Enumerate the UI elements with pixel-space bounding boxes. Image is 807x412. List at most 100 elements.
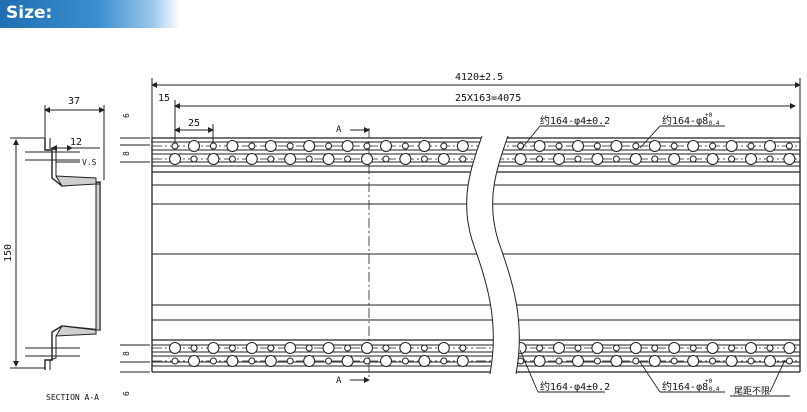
large-hole (188, 140, 200, 152)
large-hole (264, 140, 277, 152)
large-hole (783, 342, 796, 354)
small-hole (363, 142, 371, 150)
large-hole (226, 355, 239, 367)
small-hole (209, 357, 217, 365)
large-hole (745, 342, 757, 354)
large-hole (245, 153, 258, 165)
small-hole (612, 155, 620, 163)
small-hole (325, 142, 333, 150)
small-hole (440, 142, 448, 150)
large-hole (322, 153, 335, 165)
section-width-dim: 37 (68, 96, 80, 107)
small-hole (305, 344, 313, 352)
break-line (466, 135, 520, 375)
small-hole (344, 344, 352, 352)
large-hole (341, 140, 354, 152)
large-hole (437, 153, 450, 165)
large-hole (456, 140, 469, 152)
large-hole (361, 342, 373, 354)
small-hole (536, 155, 544, 163)
large-hole-callout-bottom: 约164-φ8 (662, 380, 708, 393)
small-hole (344, 155, 352, 163)
small-hole (555, 142, 563, 150)
large-hole (361, 153, 373, 165)
small-hole (632, 142, 640, 150)
small-hole (190, 155, 198, 163)
large-hole (380, 140, 392, 152)
side-dim-eight-bottom: 8 (122, 351, 131, 356)
small-hole (305, 155, 313, 163)
large-hole (610, 355, 623, 367)
overall-length-dim: 4120±2.5 (455, 72, 503, 83)
small-hole (747, 142, 755, 150)
small-hole (612, 344, 620, 352)
large-hole (668, 153, 681, 165)
large-hole (514, 153, 527, 165)
small-hole (325, 357, 333, 365)
small-hole (382, 344, 390, 352)
small-hole (709, 142, 717, 150)
small-hole (593, 142, 601, 150)
large-hole (764, 140, 776, 152)
small-hole (420, 155, 428, 163)
small-hole (171, 357, 179, 365)
large-hole (169, 342, 181, 354)
small-hole (286, 357, 294, 365)
large-hole (706, 342, 719, 354)
small-hole (459, 344, 467, 352)
large-hole (783, 153, 796, 165)
hole-pattern (169, 140, 796, 367)
large-hole (303, 140, 316, 152)
section-height-dim: 150 (3, 244, 14, 262)
small-hole (286, 142, 294, 150)
small-hole (651, 344, 659, 352)
first-hole-dim: 25 (188, 118, 200, 129)
large-hole (437, 342, 450, 354)
section-view (10, 105, 105, 370)
large-hole (399, 342, 412, 354)
side-dim-six-top: 6 (122, 113, 131, 118)
large-hole-tol-upper-top: +0 (705, 112, 713, 119)
small-hole (517, 142, 525, 150)
large-hole (610, 140, 623, 152)
small-hole (228, 155, 236, 163)
large-hole (725, 355, 738, 367)
large-hole (745, 153, 757, 165)
small-hole-callout-bottom: 约164-φ4±0.2 (540, 380, 610, 393)
large-hole (456, 355, 469, 367)
small-hole (555, 357, 563, 365)
size-banner: Size: (0, 0, 180, 28)
large-hole (341, 355, 354, 367)
large-hole (725, 140, 738, 152)
large-hole (764, 355, 776, 367)
small-hole (574, 344, 582, 352)
large-hole (418, 355, 431, 367)
large-hole (169, 153, 181, 165)
large-hole (648, 355, 661, 367)
small-hole (382, 155, 390, 163)
callout-leaders (519, 125, 790, 397)
size-label: Size: (6, 3, 53, 23)
small-hole (267, 344, 275, 352)
large-hole (668, 342, 681, 354)
large-hole (418, 140, 431, 152)
tail-note: 尾距不限 (734, 386, 770, 397)
section-vs-label: V.S (82, 158, 97, 167)
small-hole (536, 344, 544, 352)
small-hole (248, 357, 256, 365)
small-hole (747, 357, 755, 365)
large-hole (648, 140, 661, 152)
small-hole (785, 142, 793, 150)
large-hole (284, 342, 297, 354)
large-hole-tol-upper-bottom: +0 (705, 378, 713, 385)
large-hole (553, 153, 565, 165)
section-flange-dim: 12 (70, 137, 82, 148)
small-hole (574, 155, 582, 163)
small-hole (440, 357, 448, 365)
small-hole (420, 344, 428, 352)
small-hole (228, 344, 236, 352)
large-hole (245, 342, 258, 354)
small-hole (171, 142, 179, 150)
section-marker-top: A (336, 125, 342, 135)
